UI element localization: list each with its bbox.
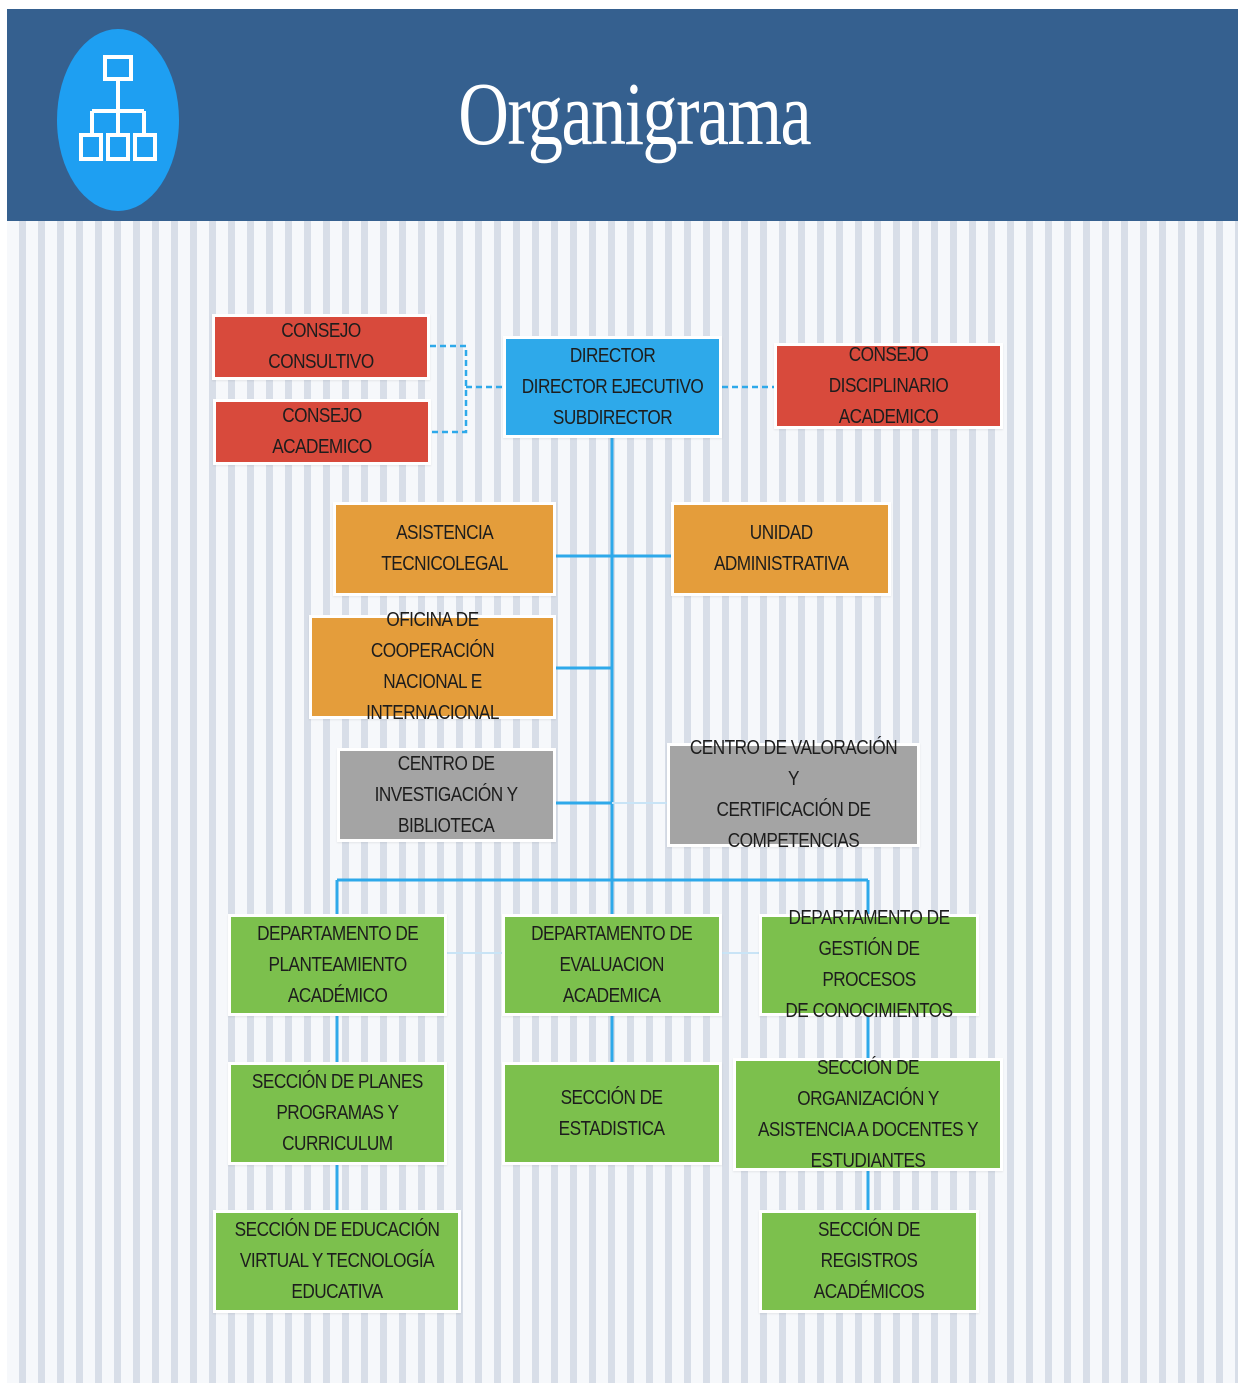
node-director: DIRECTOR DIRECTOR EJECUTIVO SUBDIRECTOR: [503, 336, 722, 438]
node-asistencia-tecnicolegal: ASISTENCIA TECNICOLEGAL: [333, 502, 556, 596]
node-centro-investigacion: CENTRO DE INVESTIGACIÓN Y BIBLIOTECA: [337, 748, 556, 842]
node-seccion-planes: SECCIÓN DE PLANES PROGRAMAS Y CURRICULUM: [228, 1062, 447, 1165]
node-consejo-disciplinario: CONSEJO DISCIPLINARIO ACADEMICO: [774, 343, 1003, 429]
node-consejo-academico: CONSEJO ACADEMICO: [213, 399, 431, 465]
node-seccion-registros: SECCIÓN DE REGISTROS ACADÉMICOS: [759, 1210, 979, 1313]
node-seccion-estadistica: SECCIÓN DE ESTADISTICA: [502, 1062, 722, 1165]
header-banner: Organigrama: [7, 9, 1238, 221]
node-depto-evaluacion: DEPARTAMENTO DE EVALUACION ACADEMICA: [502, 914, 722, 1016]
org-chart-icon: [79, 55, 157, 161]
node-depto-gestion: DEPARTAMENTO DE GESTIÓN DE PROCESOS DE C…: [759, 907, 979, 1022]
node-unidad-administrativa: UNIDAD ADMINISTRATIVA: [671, 502, 891, 596]
node-depto-planteamiento: DEPARTAMENTO DE PLANTEAMIENTO ACADÉMICO: [228, 914, 447, 1016]
node-seccion-organizacion: SECCIÓN DE ORGANIZACIÓN Y ASISTENCIA A D…: [733, 1057, 1003, 1172]
node-centro-valoracion: CENTRO DE VALORACIÓN Y CERTIFICACIÓN DE …: [667, 737, 920, 852]
node-consejo-consultivo: CONSEJO CONSULTIVO: [212, 314, 430, 380]
page-title: Organigrama: [458, 65, 811, 164]
node-oficina-cooperacion: OFICINA DE COOPERACIÓN NACIONAL E INTERN…: [309, 609, 556, 724]
logo-badge: [57, 29, 179, 211]
node-seccion-educacion: SECCIÓN DE EDUCACIÓN VIRTUAL Y TECNOLOGÍ…: [213, 1210, 461, 1313]
